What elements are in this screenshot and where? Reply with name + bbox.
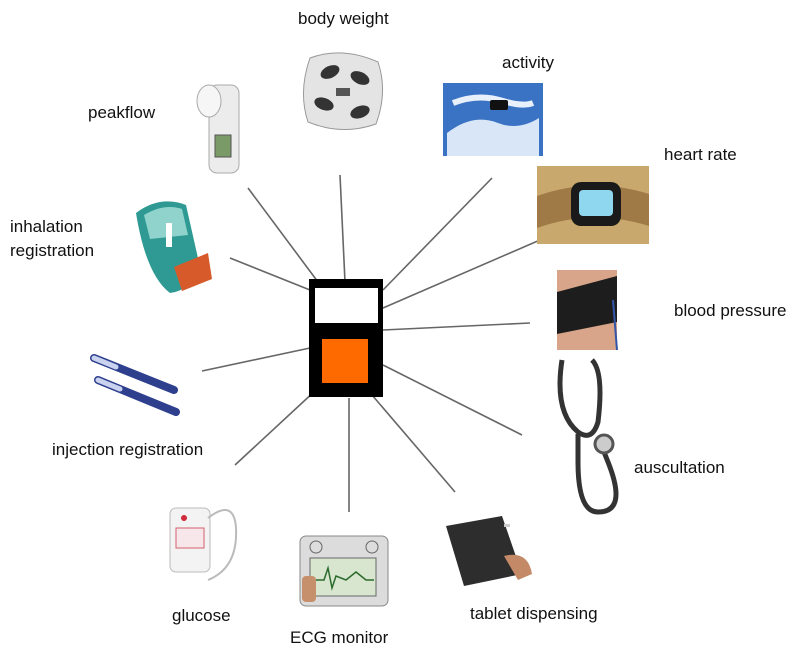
label-activity: activity [502,53,554,72]
inhaler-icon [136,201,212,293]
label-heart-rate: heart rate [664,145,737,164]
label-inhalation-line2: registration [10,241,95,260]
spoke-glucose [234,389,317,466]
ecg-monitor-icon [299,535,389,607]
peakflow-meter-icon [196,84,240,174]
stethoscope-icon [557,358,619,515]
label-tablet-dispensing: tablet dispensing [470,604,598,623]
spoke-blood-pressure [382,322,531,331]
tablet-dispenser-icon [446,516,532,586]
label-glucose: glucose [172,606,231,625]
label-inhalation-line1: inhalation [10,217,83,236]
spoke-tablet [371,394,456,493]
spokes [201,174,541,512]
heart-rate-watch-icon [537,166,649,244]
hub-screen [315,288,378,323]
injection-pen-icon [90,354,180,416]
spoke-heart-rate [382,239,541,309]
label-blood-pressure: blood pressure [674,301,787,320]
weighing-scale-icon [302,52,384,131]
spoke-activity [382,177,493,291]
hub-button [322,339,368,383]
label-injection-registration: injection registration [52,440,204,459]
activity-band-icon [443,83,543,156]
label-auscultation: auscultation [634,458,725,477]
spoke-injection [201,347,311,372]
label-ecg-monitor: ECG monitor [290,628,389,647]
spoke-peakflow [247,187,319,283]
glucose-meter-icon [169,507,238,581]
central-hub-device [309,279,383,397]
spoke-auscultation [382,364,523,436]
label-peakflow: peakflow [88,103,156,122]
spoke-inhalation [229,257,311,291]
blood-pressure-cuff-icon [557,270,618,351]
label-body-weight: body weight [298,9,389,28]
spoke-body-weight [339,174,346,283]
